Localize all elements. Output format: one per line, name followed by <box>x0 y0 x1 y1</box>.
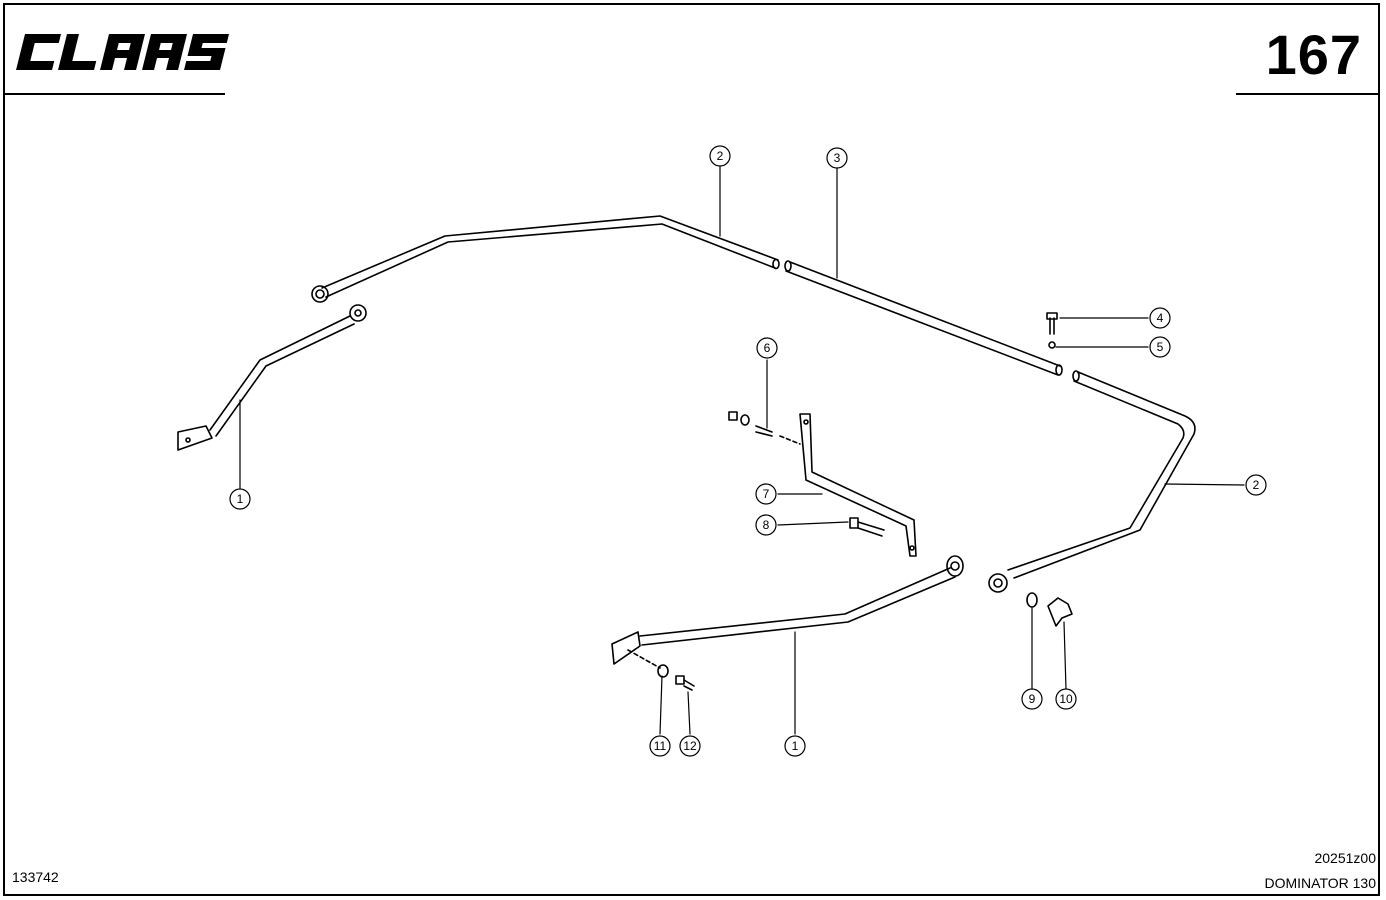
knob-10 <box>1047 597 1073 627</box>
model-name: DOMINATOR 130 <box>1264 875 1376 891</box>
callout-11: 11 <box>654 739 667 753</box>
page-number: 167 <box>1265 23 1362 86</box>
bolt-12 <box>675 675 695 691</box>
bolt-4 <box>1046 312 1058 335</box>
callout-2-right: 2 <box>1253 478 1260 492</box>
callout-8: 8 <box>763 518 770 532</box>
washer-11 <box>657 664 669 678</box>
callout-4: 4 <box>1157 311 1164 325</box>
bolt-8 <box>849 517 885 537</box>
brace-lower <box>611 555 964 665</box>
header-rule-left <box>3 93 225 95</box>
callout-2-upper: 2 <box>717 149 724 163</box>
callout-3: 3 <box>834 151 841 165</box>
rail-upper-left <box>311 215 780 303</box>
tube-center <box>784 260 1063 376</box>
callout-9: 9 <box>1029 692 1036 706</box>
washer-9 <box>1026 592 1038 608</box>
page-frame <box>3 3 1380 896</box>
callout-7: 7 <box>763 487 770 501</box>
brace-left <box>177 304 367 451</box>
nut-5 <box>1048 341 1056 349</box>
bolt-6-group <box>728 411 801 445</box>
callout-10: 10 <box>1059 692 1073 706</box>
bracket <box>799 413 917 557</box>
callout-1-left: 1 <box>237 492 244 506</box>
callout-5: 5 <box>1157 340 1164 354</box>
header-rule-right <box>1236 93 1380 95</box>
brand-logo <box>16 34 230 70</box>
callout-6: 6 <box>764 341 771 355</box>
callout-12: 12 <box>683 739 697 753</box>
drawing-id: 133742 <box>12 869 59 885</box>
doc-code: 20251z00 <box>1314 850 1376 866</box>
rail-right <box>988 370 1196 593</box>
callout-1-lower: 1 <box>792 739 799 753</box>
